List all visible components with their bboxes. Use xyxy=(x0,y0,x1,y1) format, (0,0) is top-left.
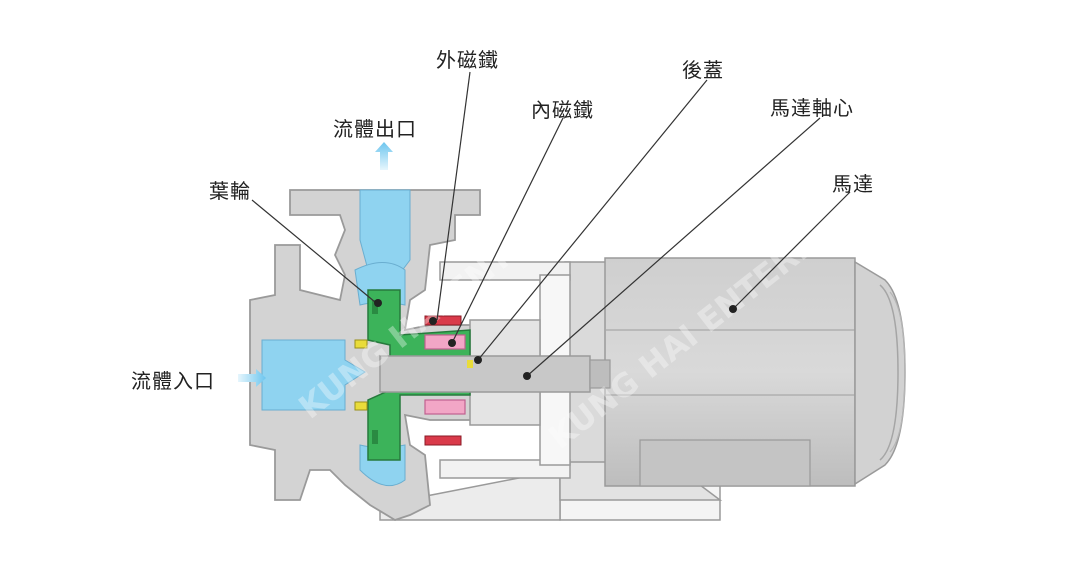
label-fluid-outlet: 流體出口 xyxy=(333,117,417,141)
label-inner-magnet: 內磁鐵 xyxy=(531,98,594,122)
label-motor-shaft: 馬達軸心 xyxy=(770,96,854,120)
leader-lines xyxy=(251,71,851,377)
inlet-arrow xyxy=(238,369,266,387)
leader-dots xyxy=(374,299,737,380)
outlet-arrow xyxy=(375,142,393,170)
fluid-path xyxy=(261,189,411,487)
label-impeller: 葉輪 xyxy=(209,179,251,203)
motor-shaft xyxy=(379,355,611,393)
label-motor: 馬達 xyxy=(832,172,874,196)
label-fluid-inlet: 流體入口 xyxy=(131,369,215,393)
motor-body xyxy=(564,257,906,487)
outer-magnet xyxy=(424,315,462,446)
label-outer-magnet: 外磁鐵 xyxy=(436,48,499,72)
label-rear-cover: 後蓋 xyxy=(682,58,724,82)
